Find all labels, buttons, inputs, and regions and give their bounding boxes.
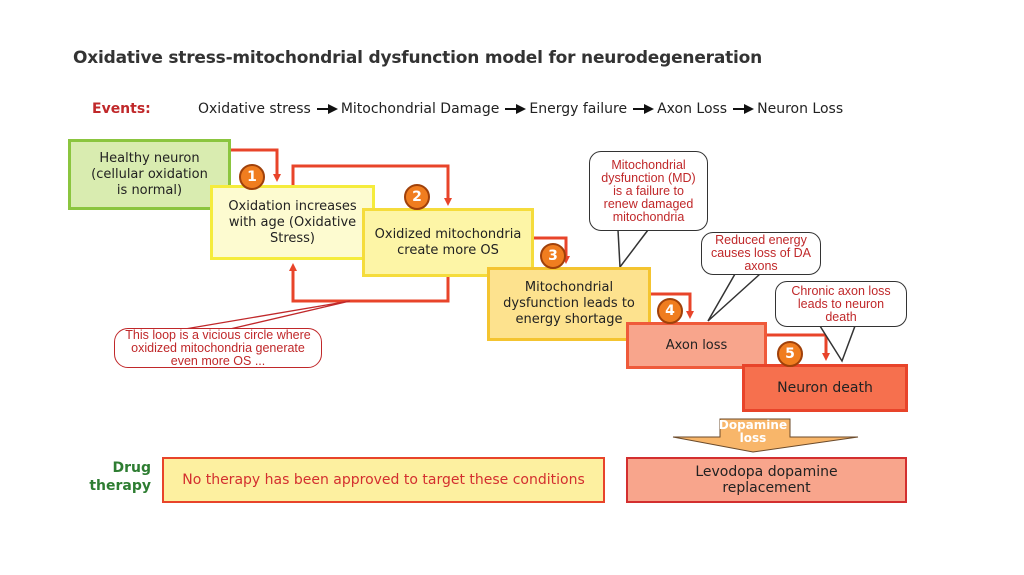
callout-tail-md [617,229,649,270]
drug-therapy-label: Drug therapy [89,460,151,494]
step-badge-2: 2 [404,184,430,210]
box-healthy-neuron-text: Healthy neuron (cellular oxidation is no… [91,150,208,198]
step-badge-3: 3 [540,243,566,269]
box-levodopa-text: Levodopa dopamine replacement [695,464,838,496]
arrow-right-icon [316,104,339,114]
event-mitochondrial-damage: Mitochondrial Damage [340,101,500,117]
box-oxidized-mitochondria: Oxidized mitochondria create more OS [362,208,534,277]
box-neuron-death: Neuron death [742,364,908,412]
callout-loop-text: This loop is a vicious circle where oxid… [125,327,311,368]
callout-tail-chronic [819,325,856,363]
dopamine-loss-label: Dopamine loss [718,418,788,445]
step-badge-5: 5 [777,341,803,367]
box-no-therapy: No therapy has been approved to target t… [162,457,605,503]
box-oxidation: Oxidation increases with age (Oxidative … [210,185,375,260]
box-axon-loss-text: Axon loss [665,337,728,353]
box-oxidized-mitochondria-text: Oxidized mitochondria create more OS [374,226,522,258]
box-oxidation-text: Oxidation increases with age (Oxidative … [228,198,357,246]
box-levodopa: Levodopa dopamine replacement [626,457,907,503]
box-neuron-death-text: Neuron death [777,380,873,396]
arrow-right-icon [733,104,755,114]
callout-md-text: Mitochondrial dysfunction (MD) is a fail… [601,157,696,224]
events-label: Events: [92,101,151,117]
callout-chronic-axon-loss: Chronic axon loss leads to neuron death [775,281,907,327]
event-axon-loss: Axon Loss [657,101,728,117]
arrow-right-icon [633,104,655,114]
box-no-therapy-text: No therapy has been approved to target t… [182,472,585,488]
arrow-right-icon [505,104,527,114]
callout-energy-text: Reduced energy causes loss of DA axons [710,233,812,273]
callout-chronic-text: Chronic axon loss leads to neuron death [791,283,891,324]
event-energy-failure: Energy failure [529,101,628,117]
callout-tail-loop [184,300,351,330]
box-md-text: Mitochondrial dysfunction leads to energ… [503,280,635,327]
callout-reduced-energy: Reduced energy causes loss of DA axons [701,232,821,275]
callout-md-definition: Mitochondrial dysfunction (MD) is a fail… [589,151,708,231]
event-oxidative-stress: Oxidative stress [198,101,311,117]
step-badge-1: 1 [239,164,265,190]
box-axon-loss: Axon loss [626,322,767,369]
events-sequence: Oxidative stress Mitochondrial Damage En… [198,101,843,117]
step-badge-4: 4 [657,298,683,324]
box-mitochondrial-dysfunction: Mitochondrial dysfunction leads to energ… [487,267,651,341]
box-healthy-neuron: Healthy neuron (cellular oxidation is no… [68,139,231,210]
event-neuron-loss: Neuron Loss [757,101,844,117]
callout-tail-energy [707,273,761,322]
diagram-title: Oxidative stress-mitochondrial dysfuncti… [73,48,763,68]
callout-vicious-loop: This loop is a vicious circle where oxid… [114,328,322,368]
